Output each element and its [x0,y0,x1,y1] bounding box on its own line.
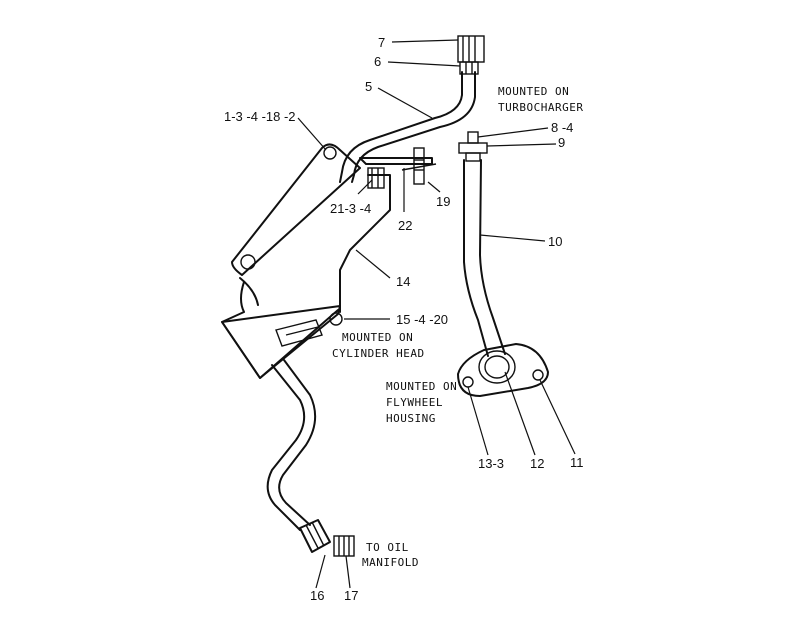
fitting-7 [457,35,485,75]
note-cylinder-line1: MOUNTED ON [342,331,413,344]
note-turbo-line2: TURBOCHARGER [498,101,583,114]
callout-13-3: 13-3 [478,456,504,471]
callout-17: 17 [344,588,358,603]
bolt-hole-top [323,146,337,160]
note-flywheel-line2: FLYWHEEL [386,396,443,409]
tube-5 [339,71,463,183]
callout-10: 10 [548,234,562,249]
fitting-16 [299,519,331,553]
note-turbo-line1: MOUNTED ON [498,85,569,98]
tube-10-inner [479,159,506,355]
callout-21-3-4: 21-3 -4 [330,201,371,216]
leader-lines [297,39,576,589]
tube-lower [266,364,306,531]
manifold-plate [231,143,361,276]
tube-14 [339,174,391,313]
note-cylinder-line2: CYLINDER HEAD [332,347,425,360]
tube-10 [463,159,489,357]
callout-9: 9 [558,135,565,150]
note-flywheel-line3: HOUSING [386,412,436,425]
flange-9 [458,131,488,162]
callout-22: 22 [398,218,412,233]
callout-15-4-20: 15 -4 -20 [396,312,448,327]
lower-block [221,305,343,379]
callout-8-4: 8 -4 [551,120,573,135]
callout-1-3-4-18-2: 1-3 -4 -18 -2 [224,109,296,124]
callout-12: 12 [530,456,544,471]
plate-side [221,281,339,379]
flange-11 [457,343,549,397]
plate-lower-edge [239,277,259,306]
note-oil-line1: TO OIL [366,541,409,554]
callout-11: 11 [570,455,584,470]
note-oil-line2: MANIFOLD [362,556,419,569]
callout-16: 16 [310,588,324,603]
callout-14: 14 [396,274,410,289]
note-flywheel-line1: MOUNTED ON [386,380,457,393]
callout-19: 19 [436,194,450,209]
tube-5-inner [351,71,476,183]
bolt-hole-bottom [240,254,256,270]
callout-5: 5 [365,79,372,94]
bracket-22 [359,147,437,189]
callout-6: 6 [374,54,381,69]
fitting-17 [333,535,355,557]
callout-7: 7 [378,35,385,50]
tube-lower-inner [278,359,317,526]
